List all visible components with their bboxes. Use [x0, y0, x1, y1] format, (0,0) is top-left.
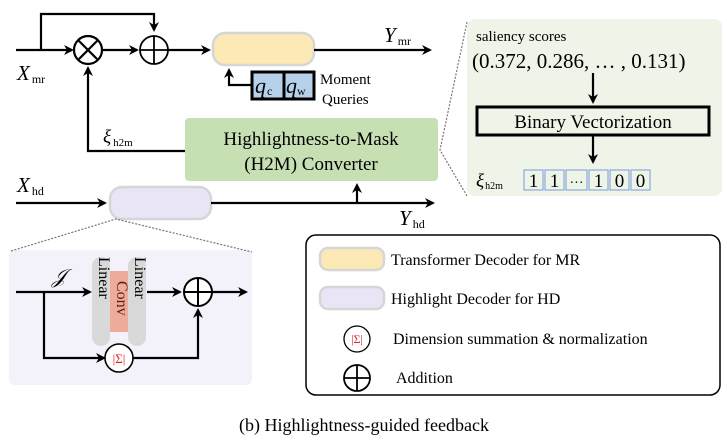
legend-transformer-swatch — [318, 246, 386, 272]
linear-left-block — [92, 257, 110, 346]
vector-cell-value: 0 — [615, 171, 625, 192]
mr-branch — [16, 12, 432, 153]
skip-connection-arrow — [39, 12, 159, 50]
vector-cell — [609, 169, 630, 191]
vector-xi-label: ξh2m — [476, 171, 503, 192]
conv-block — [110, 271, 128, 332]
vector-cell — [630, 169, 651, 191]
linear-right-label: Linear — [131, 257, 148, 299]
vector-cell-value: ··· — [570, 176, 584, 191]
hd-detail-zoom-lines — [10, 218, 253, 253]
binary-vectorization-box — [475, 105, 711, 137]
vector-cell-value: 1 — [550, 171, 560, 192]
figure-caption: (b) Highlightness-guided feedback — [239, 415, 489, 436]
query-w-label: qw — [286, 73, 306, 98]
legend-sum-symbol: |Σ| — [351, 332, 363, 346]
vector-cell-value: 0 — [636, 171, 646, 192]
legend-label-highlight: Highlight Decoder for HD — [391, 291, 560, 308]
linear-right-block — [128, 257, 146, 346]
legend-label-transformer: Transformer Decoder for MR — [391, 252, 580, 269]
legend-sum-norm-icon — [343, 325, 371, 353]
hd-addition-icon — [183, 277, 213, 307]
saliency-values: (0.372, 0.286, … , 0.131) — [472, 49, 686, 73]
legend-label-sum-norm: Dimension summation & normalization — [393, 331, 648, 348]
transformer-decoder-block — [211, 31, 316, 67]
queries-arrow — [224, 68, 252, 87]
vector-cell — [565, 169, 588, 191]
h2m-converter-block — [185, 118, 438, 181]
vector-cell — [588, 169, 609, 191]
sum-to-add-arrow — [133, 308, 203, 360]
query-c-box — [250, 70, 286, 101]
binary-vectorization-label: Binary Vectorization — [514, 112, 672, 133]
moment-queries-label-2: Queries — [322, 92, 369, 108]
query-w-box — [282, 70, 316, 101]
detail-panel-zoom-lines — [439, 21, 468, 197]
moment-queries-label-1: Moment — [320, 72, 372, 88]
vector-cell — [523, 169, 544, 191]
vector-cell — [544, 169, 565, 191]
saliency-scores-label: saliency scores — [476, 29, 567, 45]
addition-icon — [139, 35, 169, 65]
conv-label: Conv — [113, 281, 130, 316]
legend-addition-icon — [343, 364, 371, 392]
highlight-decoder-block — [108, 185, 213, 221]
vector-cell-value: 1 — [594, 171, 604, 192]
legend-highlight-swatch — [318, 285, 386, 311]
sum-norm-symbol: |Σ| — [113, 351, 126, 366]
legend-box — [305, 234, 721, 396]
vector-cell-value: 1 — [529, 171, 539, 192]
sum-branch-arrow — [42, 292, 106, 363]
multiply-icon — [72, 34, 104, 66]
query-c-label: qc — [255, 73, 272, 98]
legend-label-addition: Addition — [396, 370, 453, 387]
feedback-arrow — [83, 66, 185, 153]
hd-branch — [16, 183, 435, 221]
linear-left-label: Linear — [95, 257, 112, 299]
h2m-title-line2: (H2M) Converter — [244, 154, 378, 175]
h2m-title-line1: Highlightness-to-Mask — [223, 129, 399, 150]
